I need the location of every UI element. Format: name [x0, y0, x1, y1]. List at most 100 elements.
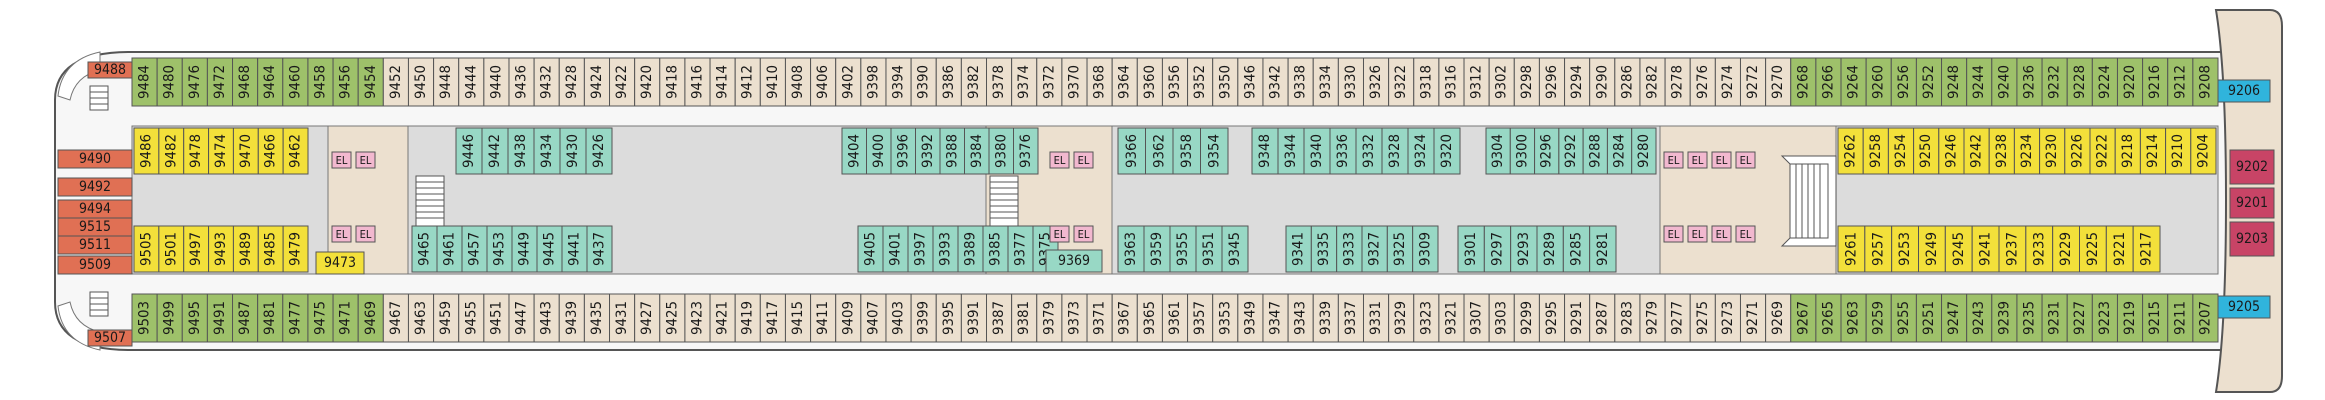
cabin-inner-top[interactable]: 9250	[1913, 127, 1940, 175]
cabin-bottom-outer[interactable]: 9443	[533, 293, 560, 343]
cabin-top-outer[interactable]: 9418	[659, 57, 686, 107]
cabin-bottom-outer[interactable]: 9391	[960, 293, 988, 343]
cabin-bottom-outer[interactable]: 9459	[433, 293, 460, 343]
cabin-inner-bottom[interactable]: 9401	[882, 225, 909, 273]
cabin-inner-bottom[interactable]: 9363	[1117, 225, 1145, 273]
cabin-bottom-outer[interactable]: 9303	[1488, 293, 1515, 343]
cabin-bottom-outer[interactable]: 9399	[910, 293, 937, 343]
cabin-inner-bottom[interactable]: 9437	[586, 225, 613, 273]
cabin-bottom-outer[interactable]: 9283	[1614, 293, 1641, 343]
cabin-inner-top[interactable]: 9226	[2064, 127, 2091, 175]
cabin-inner-bottom[interactable]: 9335	[1310, 225, 1338, 273]
cabin-bottom-outer[interactable]: 9411	[810, 293, 837, 343]
cabin-inner-top[interactable]: 9204	[2190, 127, 2217, 175]
cabin-inner-top[interactable]: 9214	[2139, 127, 2167, 175]
cabin-top-outer[interactable]: 9272	[1739, 57, 1767, 107]
cabin-bottom-outer[interactable]: 9337	[1337, 293, 1364, 343]
cabin-inner-top[interactable]: 9474	[208, 127, 234, 175]
cabin-inner-top[interactable]: 9300	[1509, 127, 1536, 175]
cabin-bottom-outer[interactable]: 9265	[1815, 293, 1842, 343]
cabin-bottom-outer[interactable]: 9487	[232, 293, 259, 343]
cabin-top-outer[interactable]: 9448	[433, 57, 460, 107]
cabin-top-outer[interactable]: 9342	[1262, 57, 1289, 107]
cabin-inner-bottom[interactable]: 9257	[1864, 225, 1893, 273]
cabin-bottom-outer[interactable]: 9499	[156, 293, 183, 343]
cabin-top-outer[interactable]: 9422	[609, 57, 636, 107]
cabin-bottom-outer[interactable]: 9403	[885, 293, 912, 343]
cabin-top-outer[interactable]: 9220	[2116, 57, 2144, 107]
cabin-inner-bottom[interactable]: 9355	[1169, 225, 1197, 273]
cabin-inner-top[interactable]: 9230	[2039, 127, 2066, 175]
cabin-inner-top[interactable]: 9392	[915, 127, 941, 175]
cabin-bottom-outer[interactable]: 9427	[634, 293, 661, 343]
cabin-inner-bottom[interactable]: 9289	[1536, 225, 1564, 273]
cabin-top-outer[interactable]: 9298	[1513, 57, 1540, 107]
cabin-inner-bottom[interactable]: 9397	[907, 225, 934, 273]
cabin-stern[interactable]: 9203	[2229, 221, 2275, 257]
cabin-bottom-outer[interactable]: 9243	[1966, 293, 1993, 343]
cabin-bottom-outer[interactable]: 9419	[734, 293, 761, 343]
cabin-inner-bottom[interactable]: 9457	[461, 225, 488, 273]
cabin-top-outer[interactable]: 9406	[810, 57, 837, 107]
cabin-top-outer[interactable]: 9356	[1161, 57, 1189, 107]
cabin-top-outer[interactable]: 9286	[1614, 57, 1641, 107]
cabin-bottom-outer[interactable]: 9339	[1312, 293, 1339, 343]
cabin-inner-top[interactable]: 9246	[1938, 127, 1965, 175]
cabin-bottom-outer[interactable]: 9255	[1890, 293, 1917, 343]
cabin-inner-top[interactable]: 9328	[1381, 127, 1409, 175]
cabin-inner-top[interactable]: 9222	[2089, 127, 2116, 175]
cabin-inner-top[interactable]: 9238	[1988, 127, 2015, 175]
cabin-bottom-outer[interactable]: 9231	[2041, 293, 2068, 343]
cabin-bow[interactable]: 9515	[57, 217, 133, 237]
cabin-inner-top[interactable]: 9344	[1277, 127, 1305, 175]
cabin-inner-bottom[interactable]: 9225	[2079, 225, 2107, 273]
cabin-inner-bottom[interactable]: 9393	[932, 225, 959, 273]
cabin-inner-bottom[interactable]: 9253	[1891, 225, 1919, 273]
cabin-bottom-outer[interactable]: 9321	[1438, 293, 1465, 343]
cabin-bottom-outer[interactable]: 9323	[1413, 293, 1440, 343]
cabin-bottom-outer[interactable]: 9431	[609, 293, 636, 343]
cabin-bottom-outer[interactable]: 9417	[759, 293, 786, 343]
cabin-inner-top[interactable]: 9462	[282, 127, 309, 175]
cabin-bottom-outer[interactable]: 9227	[2066, 293, 2093, 343]
cabin-inner-top[interactable]: 9376	[1013, 127, 1039, 175]
cabin-bottom-outer[interactable]: 9207	[2192, 293, 2219, 343]
cabin-bottom-outer[interactable]: 9361	[1161, 293, 1189, 343]
cabin-inner-bottom[interactable]: 9405	[857, 225, 884, 273]
cabin-top-outer[interactable]: 9460	[282, 57, 309, 107]
cabin-top-outer[interactable]: 9208	[2192, 57, 2219, 107]
cabin-inner-bottom[interactable]: 9461	[436, 225, 463, 273]
cabin-inner-top[interactable]: 9258	[1862, 127, 1889, 175]
cabin-bottom-outer[interactable]: 9439	[558, 293, 585, 343]
cabin-bottom-outer[interactable]: 9447	[508, 293, 535, 343]
cabin-bottom-outer[interactable]: 9357	[1187, 293, 1214, 343]
cabin-bottom-outer[interactable]: 9223	[2091, 293, 2118, 343]
cabin-top-outer[interactable]: 9334	[1312, 57, 1339, 107]
cabin-top-outer[interactable]: 9412	[734, 57, 761, 107]
cabin-special[interactable]: 9369	[1045, 249, 1103, 273]
cabin-bow[interactable]: 9507	[87, 329, 133, 347]
cabin-bottom-outer[interactable]: 9481	[257, 293, 284, 343]
cabin-inner-bottom[interactable]: 9281	[1589, 225, 1617, 273]
cabin-inner-bottom[interactable]: 9479	[282, 225, 309, 273]
cabin-top-outer[interactable]: 9312	[1463, 57, 1490, 107]
cabin-top-outer[interactable]: 9476	[181, 57, 208, 107]
cabin-inner-top[interactable]: 9340	[1303, 127, 1331, 175]
cabin-inner-bottom[interactable]: 9493	[208, 225, 234, 273]
cabin-bow[interactable]: 9490	[57, 149, 133, 169]
cabin-bow[interactable]: 9509	[57, 255, 133, 275]
cabin-bottom-outer[interactable]: 9455	[458, 293, 485, 343]
cabin-inner-bottom[interactable]: 9341	[1285, 225, 1312, 273]
cabin-bottom-outer[interactable]: 9267	[1790, 293, 1817, 343]
cabin-inner-top[interactable]: 9404	[841, 127, 867, 175]
cabin-top-outer[interactable]: 9256	[1890, 57, 1917, 107]
cabin-top-outer[interactable]: 9378	[986, 57, 1013, 107]
cabin-top-outer[interactable]: 9374	[1011, 57, 1038, 107]
cabin-inner-top[interactable]: 9254	[1887, 127, 1915, 175]
cabin-top-outer[interactable]: 9350	[1212, 57, 1239, 107]
cabin-inner-top[interactable]: 9320	[1433, 127, 1461, 175]
cabin-bottom-outer[interactable]: 9291	[1564, 293, 1591, 343]
cabin-top-outer[interactable]: 9364	[1111, 57, 1138, 107]
cabin-inner-top[interactable]: 9262	[1837, 127, 1864, 175]
cabin-inner-top[interactable]: 9384	[964, 127, 990, 175]
